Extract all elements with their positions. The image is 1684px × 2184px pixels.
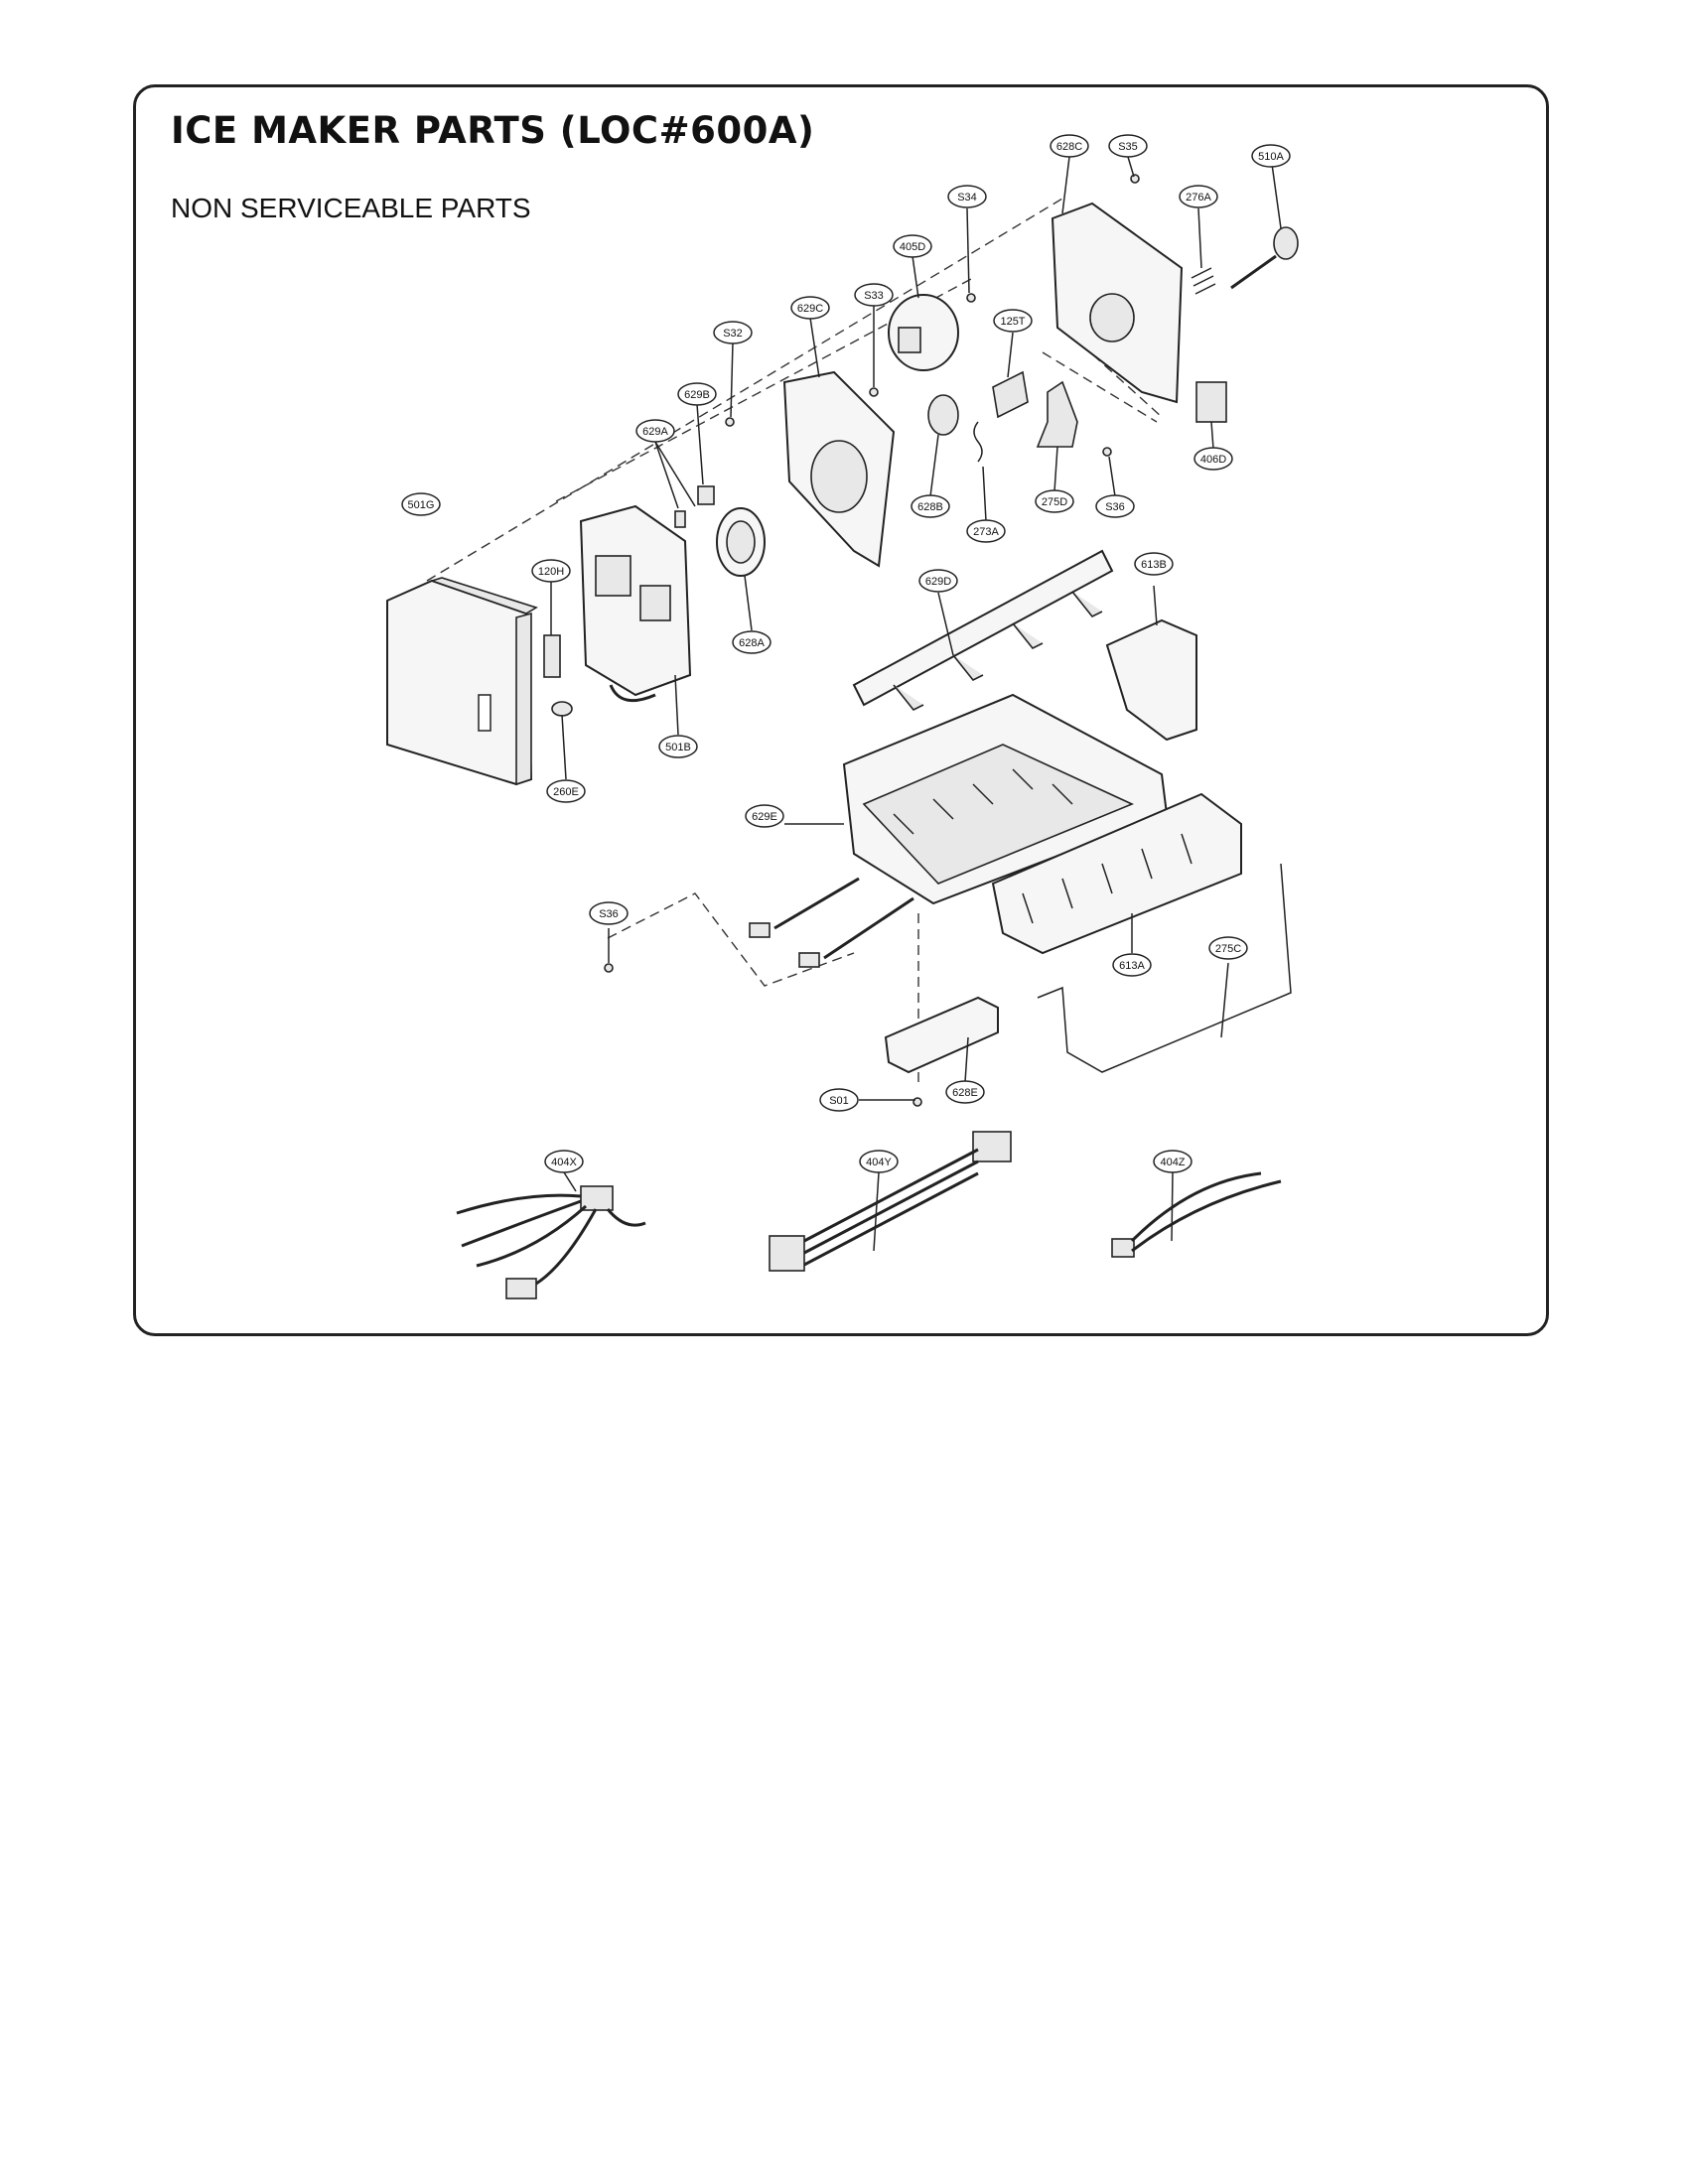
part-label-404y: 404Y	[859, 1150, 899, 1173]
part-label-405d: 405D	[893, 234, 932, 258]
part-501B-board	[579, 504, 692, 703]
part-label-125t: 125T	[993, 309, 1033, 333]
part-629D-ejector	[852, 549, 1114, 712]
part-label-text: 628E	[952, 1087, 978, 1099]
part-label-628b: 628B	[911, 494, 950, 518]
part-label-404x: 404X	[544, 1150, 584, 1173]
part-label-s35: S35	[1108, 134, 1148, 158]
part-label-text: S36	[599, 908, 619, 920]
part-label-text: 404Z	[1160, 1157, 1185, 1168]
part-label-text: 406D	[1200, 454, 1226, 466]
part-629A-pin	[674, 510, 686, 528]
part-629B-bushing	[697, 485, 715, 505]
part-label-text: S01	[829, 1095, 849, 1107]
part-120H-connector	[543, 634, 561, 678]
part-label-text: S32	[723, 328, 743, 340]
part-510A-thermistor	[1230, 226, 1299, 290]
part-label-275d: 275D	[1035, 489, 1074, 513]
part-276A-spring	[1191, 267, 1216, 295]
part-628C-housing	[1051, 202, 1184, 404]
part-labels: 628C S35 510A 276A S34 405D S33 629C 125T S32 629B…	[401, 134, 1291, 1173]
part-label-629d: 629D	[918, 569, 958, 593]
part-label-text: 404Y	[866, 1157, 892, 1168]
part-label-text: 613A	[1119, 960, 1145, 972]
part-label-629c: 629C	[790, 296, 830, 320]
part-label-s36: S36	[1095, 494, 1135, 518]
part-label-text: 510A	[1258, 151, 1284, 163]
part-label-613b: 613B	[1134, 552, 1174, 576]
part-label-273a: 273A	[966, 519, 1006, 543]
part-label-275c: 275C	[1208, 936, 1248, 960]
part-label-text: 404X	[551, 1157, 577, 1168]
part-label-text: 628C	[1056, 141, 1082, 153]
page-title: ICE MAKER PARTS (LOC#600A)	[171, 109, 815, 152]
diagram-frame	[133, 84, 1549, 1336]
part-label-text: 260E	[553, 786, 579, 798]
part-label-629a: 629A	[635, 419, 675, 443]
page-subtitle: NON SERVICEABLE PARTS	[171, 193, 531, 223]
part-label-text: S34	[957, 192, 977, 204]
part-label-406d: 406D	[1193, 447, 1233, 471]
part-label-613a: 613A	[1112, 953, 1152, 977]
part-label-text: 613B	[1141, 559, 1167, 571]
part-260E-clip	[551, 701, 573, 717]
part-629E-tray	[749, 693, 1169, 968]
part-406D-switch	[1195, 381, 1227, 423]
part-label-s01: S01	[819, 1088, 859, 1112]
part-label-s32: S32	[713, 321, 753, 344]
part-label-text: 629B	[684, 389, 710, 401]
part-label-text: S35	[1118, 141, 1138, 153]
part-label-628e: 628E	[945, 1080, 985, 1104]
part-label-text: 120H	[538, 566, 564, 578]
part-501G-cover	[386, 577, 538, 786]
part-label-404z: 404Z	[1153, 1150, 1193, 1173]
part-label-s33: S33	[854, 283, 894, 307]
part-label-629b: 629B	[677, 382, 717, 406]
part-label-629e: 629E	[745, 804, 784, 828]
part-label-text: 275D	[1042, 496, 1067, 508]
leader-lines	[550, 156, 1282, 1252]
part-label-120h: 120H	[531, 559, 571, 583]
part-label-628c: 628C	[1050, 134, 1089, 158]
part-404Y-harness	[769, 1131, 1012, 1272]
part-label-text: S33	[864, 290, 884, 302]
part-label-text: 629D	[925, 576, 951, 588]
part-label-628a: 628A	[732, 630, 772, 654]
part-label-text: 629A	[642, 426, 668, 438]
part-label-text: 628A	[739, 637, 765, 649]
part-label-s34: S34	[947, 185, 987, 208]
part-label-text: 125T	[1000, 316, 1025, 328]
part-628E-bracket	[884, 996, 999, 1074]
part-275D-lever	[1036, 380, 1078, 448]
part-label-text: 628B	[917, 501, 943, 513]
part-125T-pin	[992, 370, 1029, 419]
part-label-s36: S36	[589, 901, 629, 925]
part-label-276a: 276A	[1179, 185, 1218, 208]
part-label-text: 275C	[1215, 943, 1241, 955]
part-628B-cam	[927, 394, 959, 436]
part-label-text: 501B	[665, 742, 691, 753]
part-label-260e: 260E	[546, 779, 586, 803]
part-404X-harness	[456, 1185, 646, 1299]
part-label-text: 273A	[973, 526, 999, 538]
part-label-501g: 501G	[401, 492, 441, 516]
part-label-text: 629E	[752, 811, 777, 823]
part-label-text: 405D	[900, 241, 925, 253]
part-label-text: 276A	[1186, 192, 1211, 204]
part-613A-bin	[991, 792, 1242, 955]
part-273A-spring	[973, 421, 983, 463]
part-404Z-harness	[1111, 1171, 1282, 1258]
part-label-text: 629C	[797, 303, 823, 315]
part-613B-cover	[1105, 618, 1197, 742]
screws	[604, 174, 1140, 1107]
part-label-510a: 510A	[1251, 144, 1291, 168]
part-405D-motor	[888, 294, 959, 371]
part-label-text: 501G	[408, 499, 435, 511]
part-275C-arm	[1037, 863, 1292, 1073]
part-628A-gear	[716, 507, 766, 577]
part-629C-housing	[782, 370, 896, 568]
part-label-text: S36	[1105, 501, 1125, 513]
part-label-501b: 501B	[658, 735, 698, 758]
